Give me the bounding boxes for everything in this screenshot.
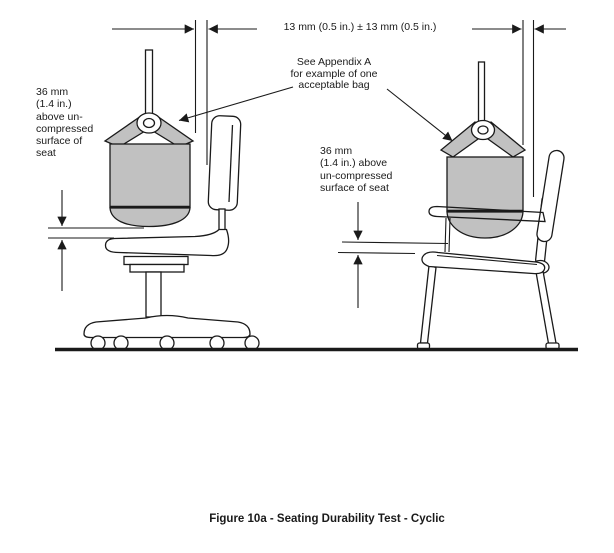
- front-leg: [419, 264, 437, 344]
- hanger-rod-left: [144, 49, 154, 119]
- office-chair: [83, 115, 260, 351]
- seat-mechanism-lower: [129, 263, 185, 273]
- right-clearance-label: 36 mm (1.4 in.) above un-compressed surf…: [320, 145, 393, 194]
- bag-bottom-right: [446, 211, 524, 239]
- left-clearance-dimension: [48, 190, 144, 291]
- side-chair-front: [421, 205, 546, 275]
- seat-mechanism: [123, 255, 189, 266]
- bag-body-left: [109, 143, 191, 208]
- top-dimension-lines: [112, 20, 566, 197]
- casters: [90, 335, 260, 351]
- office-chair-backrest: [207, 115, 242, 211]
- armrest-post: [444, 217, 447, 253]
- appendix-note-leaders: [178, 86, 453, 142]
- side-chair-backrest: [536, 149, 565, 243]
- bag-bottom-left: [109, 207, 191, 228]
- gas-cylinder: [145, 271, 162, 318]
- test-bag-right: [439, 61, 527, 239]
- hanger-rod-right: [477, 61, 486, 127]
- left-clearance-label: 36 mm (1.4 in.) above un- compressed sur…: [36, 86, 94, 160]
- office-chair-seat: [104, 228, 230, 257]
- armrest: [428, 205, 546, 223]
- figure-caption: Figure 10a - Seating Durability Test - C…: [209, 513, 445, 525]
- top-dimension-label: 13 mm (0.5 in.) ± 13 mm (0.5 in.): [283, 21, 437, 33]
- five-star-base: [83, 314, 251, 339]
- right-clearance-dimension: [337, 202, 449, 308]
- bag-body-right: [446, 156, 524, 212]
- test-bag-left: [103, 49, 195, 228]
- appendix-note: See Appendix A for example of one accept…: [290, 56, 378, 92]
- back-leg: [535, 270, 557, 345]
